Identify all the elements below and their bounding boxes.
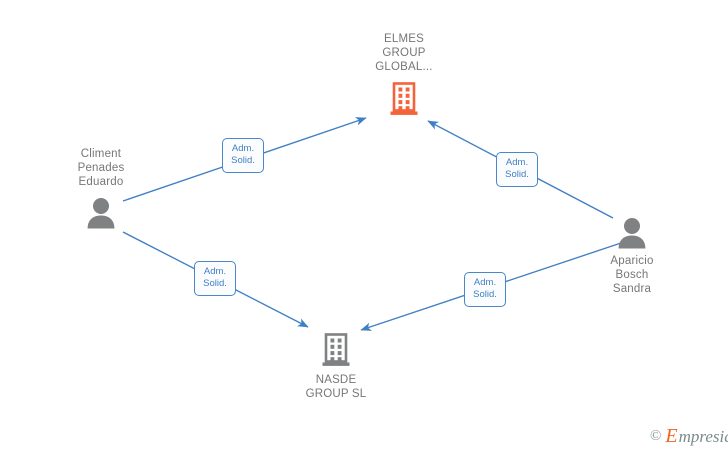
node-elmes-label: ELMES GROUP GLOBAL... (375, 33, 433, 73)
edge-label-aparicio-nasde[interactable]: Adm. Solid. (464, 272, 506, 307)
node-elmes[interactable]: ELMES GROUP GLOBAL... (344, 32, 464, 118)
node-nasde[interactable]: NASDE GROUP SL (276, 332, 396, 401)
node-elmes-icon-wrap (344, 80, 464, 118)
node-aparicio-label: Aparicio Bosch Sandra (610, 255, 654, 295)
person-icon (87, 198, 115, 229)
node-climent-icon-wrap (41, 195, 161, 231)
brand-name: mpresia (678, 426, 728, 446)
person-icon (618, 218, 646, 249)
node-nasde-label: NASDE GROUP SL (305, 374, 367, 400)
node-climent[interactable]: Climent Penades Eduardo (41, 147, 161, 231)
node-nasde-icon-wrap (276, 332, 396, 368)
node-aparicio[interactable]: Aparicio Bosch Sandra (572, 216, 692, 296)
node-climent-label: Climent Penades Eduardo (77, 148, 125, 188)
edge-label-climent-nasde[interactable]: Adm. Solid. (194, 261, 236, 296)
edge-label-aparicio-elmes[interactable]: Adm. Solid. (496, 152, 538, 187)
edge-label-climent-elmes[interactable]: Adm. Solid. (222, 138, 264, 173)
building-icon (322, 333, 350, 366)
empresia-watermark: © E mpresia (650, 426, 728, 446)
building-icon (390, 82, 418, 115)
node-aparicio-icon-wrap (572, 216, 692, 250)
brand-initial: E (665, 425, 678, 447)
copyright-icon: © (650, 427, 662, 444)
